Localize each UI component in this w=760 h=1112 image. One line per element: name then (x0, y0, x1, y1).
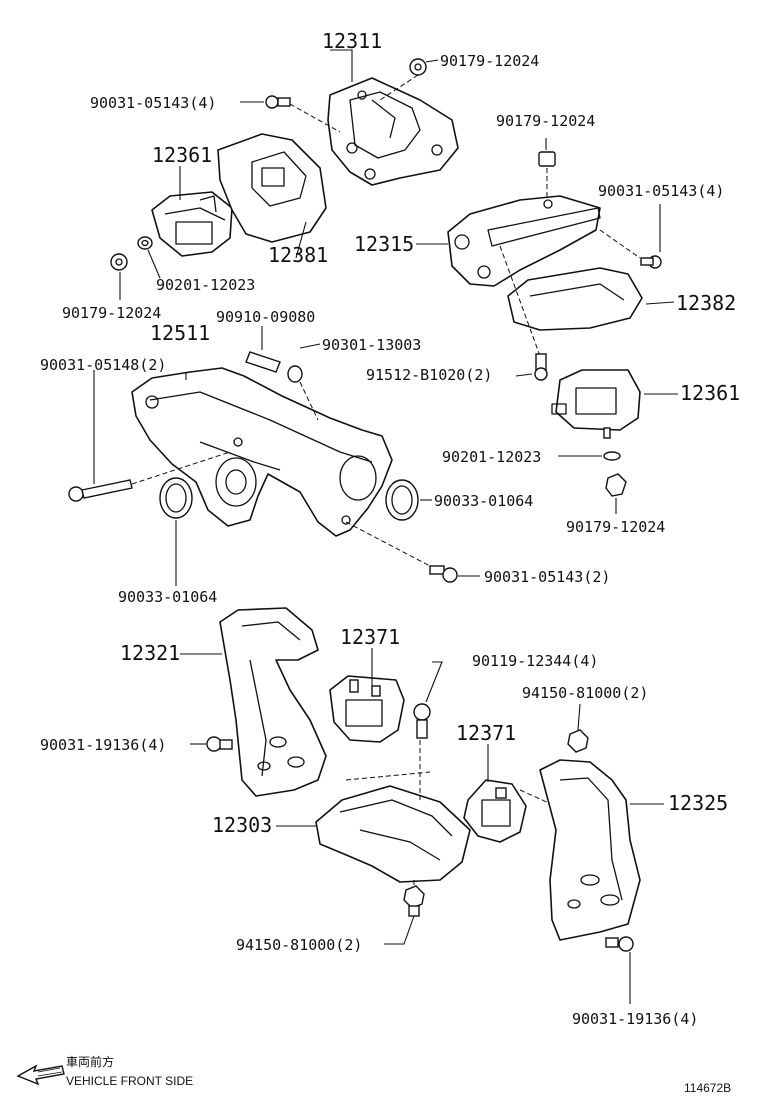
part-label: 91512-B1020(2) (366, 366, 492, 384)
part-label: 12325 (668, 791, 728, 815)
front-direction-en: VEHICLE FRONT SIDE (66, 1074, 193, 1088)
bolt-icon (206, 736, 233, 752)
part-label: 90179-12024 (566, 518, 665, 536)
nut-icon (567, 729, 589, 753)
part-label: 90301-13003 (322, 336, 421, 354)
stud-icon (245, 351, 281, 373)
engine-mount-bracket-12325 (539, 759, 641, 941)
part-label: 94150-81000(2) (522, 684, 648, 702)
washer-icon (603, 451, 621, 461)
part-label: 12311 (322, 29, 382, 53)
part-label: 12361 (152, 143, 212, 167)
washer-icon (137, 236, 153, 250)
mount-stopper-12371-upper (329, 675, 405, 743)
illustration-number: 114672B (684, 1081, 731, 1095)
gasket-ring-icon (385, 479, 419, 521)
part-label: 90033-01064 (118, 588, 217, 606)
heat-insulator-12381 (217, 133, 327, 243)
part-label: 90179-12024 (496, 112, 595, 130)
part-label: 12321 (120, 641, 180, 665)
part-label: 12303 (212, 813, 272, 837)
bolt-icon (403, 885, 425, 917)
part-label: 90201-12023 (156, 276, 255, 294)
part-label: 90033-01064 (434, 492, 533, 510)
engine-mount-bracket-12315 (447, 195, 601, 287)
part-label: 90031-19136(4) (40, 736, 166, 754)
mount-insulator-12361-upper (151, 191, 233, 257)
engine-mount-insulator-12303 (315, 785, 471, 883)
engine-mount-bracket-12311 (327, 77, 459, 186)
part-label: 12361 (680, 381, 740, 405)
nut-icon (538, 151, 556, 167)
part-label: 90910-09080 (216, 308, 315, 326)
bolt-icon (640, 255, 662, 269)
part-label: 12371 (456, 721, 516, 745)
part-label: 90179-12024 (62, 304, 161, 322)
part-label: 90119-12344(4) (472, 652, 598, 670)
part-label: 12381 (268, 243, 328, 267)
mount-stopper-12371-lower (463, 779, 527, 843)
part-label: 94150-81000(2) (236, 936, 362, 954)
part-label: 12382 (676, 291, 736, 315)
bolt-icon (605, 936, 634, 952)
nut-icon (409, 58, 427, 76)
part-label: 90031-05143(4) (598, 182, 724, 200)
bolt-icon (413, 703, 431, 739)
long-bolt-icon (68, 479, 133, 502)
part-label: 12371 (340, 625, 400, 649)
part-label: 90031-19136(4) (572, 1010, 698, 1028)
part-label: 90179-12024 (440, 52, 539, 70)
engine-mount-bracket-12321 (219, 607, 327, 797)
part-label: 12511 (150, 321, 210, 345)
heat-insulator-12382 (507, 267, 643, 331)
vehicle-front-arrow-icon (16, 1064, 65, 1086)
bolt-icon (265, 95, 291, 109)
nut-icon (110, 253, 128, 271)
o-ring-icon (287, 365, 303, 383)
gasket-ring-icon (159, 477, 193, 519)
part-label: 12315 (354, 232, 414, 256)
engine-mounting-member-12511 (131, 367, 393, 537)
bolt-icon (534, 353, 548, 381)
part-label: 90031-05143(4) (90, 94, 216, 112)
part-label: 90031-05148(2) (40, 356, 166, 374)
front-direction-cn: 車両前方 (66, 1054, 114, 1069)
part-label: 90031-05143(2) (484, 568, 610, 586)
mount-insulator-12361-lower (551, 369, 641, 439)
nut-icon (605, 473, 627, 497)
part-label: 90201-12023 (442, 448, 541, 466)
bolt-icon (429, 565, 458, 583)
